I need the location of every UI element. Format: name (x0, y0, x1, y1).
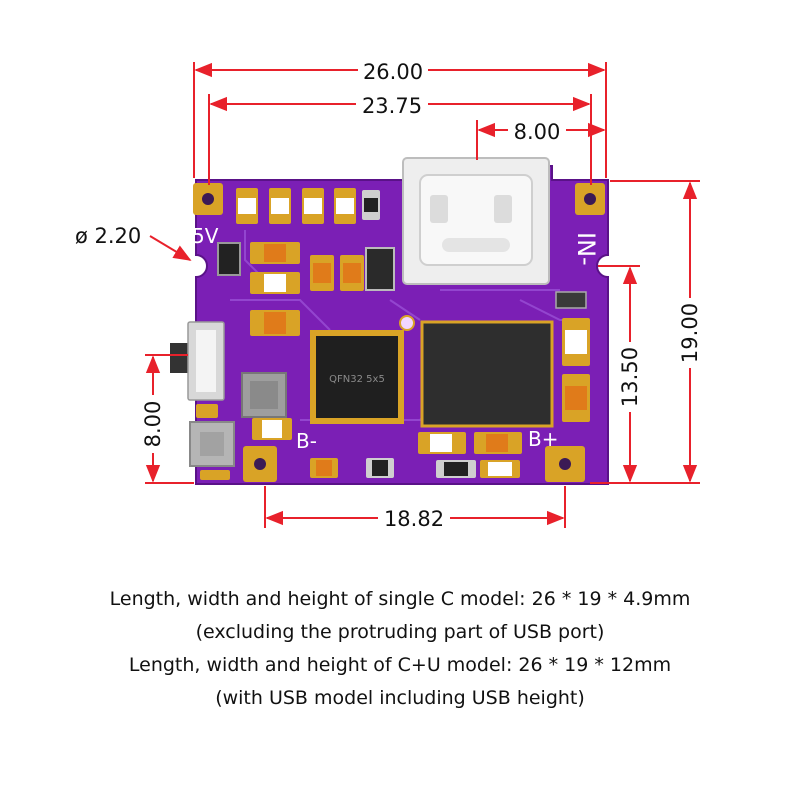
pad-b-minus (243, 446, 277, 482)
dim-pad-height: 13.50 (618, 347, 642, 407)
capacitors-right (562, 318, 590, 422)
inductor (420, 320, 554, 428)
usb-c-connector (402, 157, 550, 285)
capacitors-left (217, 242, 415, 336)
mounting-pad-top-left (193, 183, 223, 215)
dim-switch-offset: 8.00 (141, 401, 165, 448)
qfn-chip: QFN32 5x5 (310, 330, 404, 424)
smd-inductor-grey (241, 372, 287, 418)
label-in-minus: IN- (572, 232, 600, 266)
label-b-plus: B+ (528, 427, 558, 451)
small-ic (555, 291, 587, 309)
pad-small-bottom-left (200, 470, 230, 480)
dim-hole-diameter: ø 2.20 (75, 224, 141, 248)
components-bottom (252, 418, 522, 478)
chip-marking: QFN32 5x5 (329, 374, 385, 385)
pad-b-plus (545, 446, 585, 482)
slide-switch (170, 321, 225, 401)
dim-usb-offset: 8.00 (514, 120, 561, 144)
dim-total-length: 26.00 (363, 60, 423, 84)
mounting-pad-top-right (575, 183, 605, 215)
smd-led (189, 421, 235, 467)
caption-line-2: (excluding the protruding part of USB po… (195, 621, 605, 643)
caption-line-1: Length, width and height of single C mod… (109, 588, 691, 610)
resistor-row-top (236, 188, 380, 224)
dim-inner-length: 23.75 (362, 94, 422, 118)
dim-pad-spacing: 18.82 (384, 507, 444, 531)
pad-small-left (196, 404, 218, 418)
dim-total-height: 19.00 (678, 303, 702, 363)
label-b-minus: B- (296, 429, 317, 453)
caption-line-4: (with USB model including USB height) (215, 687, 585, 709)
board-diagram: QFN32 5x5 5V IN- B- B+ (75, 59, 704, 531)
label-5v: 5V (192, 224, 219, 248)
caption-line-3: Length, width and height of C+U model: 2… (128, 654, 672, 676)
